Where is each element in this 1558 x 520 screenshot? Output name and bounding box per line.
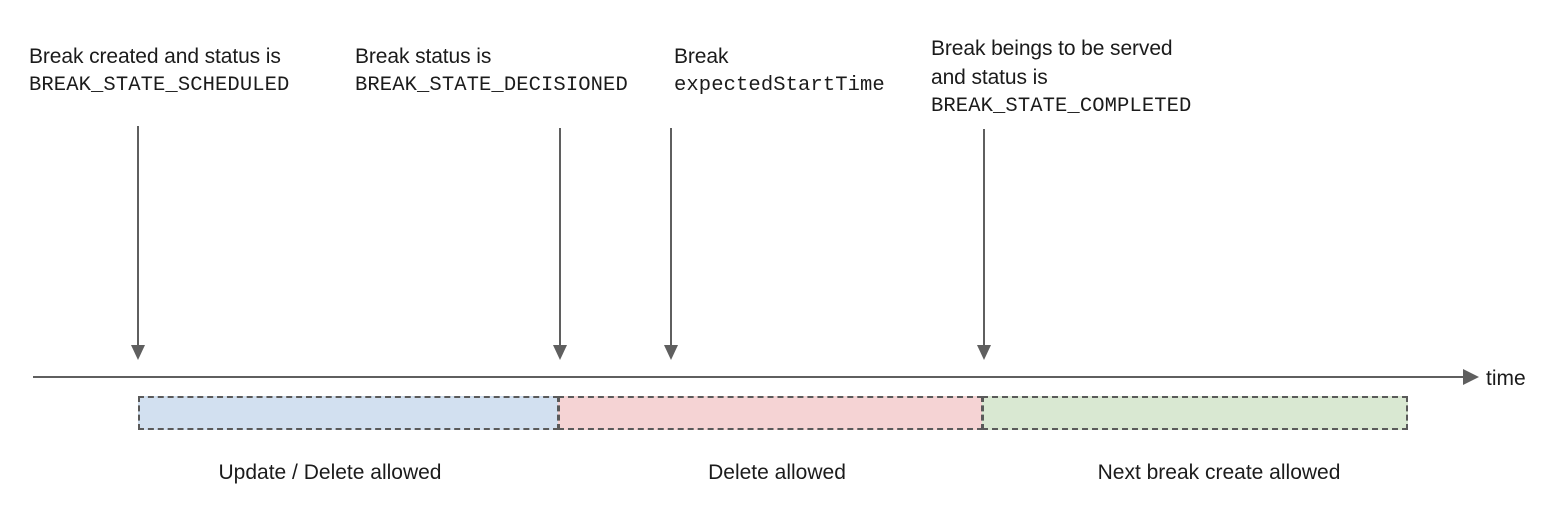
caption-delete-allowed: Delete allowed (708, 461, 846, 484)
arrow-stem (983, 129, 985, 345)
pointer-arrow-scheduled (131, 126, 145, 360)
annotation-line-field: expectedStartTime (674, 74, 885, 97)
phase-bar-next-break-create-allowed (982, 396, 1408, 430)
pointer-arrow-completed (977, 129, 991, 360)
annotation-line: Break (674, 45, 729, 68)
annotation-line: Break status is (355, 45, 492, 68)
annotation-line: Break created and status is (29, 45, 281, 68)
caption-next-break-create-allowed: Next break create allowed (1097, 461, 1341, 484)
arrow-stem (137, 126, 139, 345)
arrow-head-icon (553, 345, 567, 360)
annotation-break-completed: Break beings to be served and status is … (931, 34, 1191, 121)
arrow-stem (670, 128, 672, 345)
annotation-break-decisioned: Break status is BREAK_STATE_DECISIONED (355, 42, 628, 100)
annotation-line: Break beings to be served (931, 37, 1173, 60)
annotation-line-state: BREAK_STATE_COMPLETED (931, 95, 1192, 118)
annotation-break-created-scheduled: Break created and status is BREAK_STATE_… (29, 42, 289, 100)
caption-update-delete-allowed: Update / Delete allowed (218, 461, 442, 484)
pointer-arrow-expected-start-time (664, 128, 678, 360)
arrow-head-icon (664, 345, 678, 360)
annotation-line: and status is (931, 66, 1048, 89)
annotation-line-state: BREAK_STATE_SCHEDULED (29, 74, 290, 97)
annotation-line-state: BREAK_STATE_DECISIONED (355, 74, 628, 97)
time-axis-label: time (1486, 367, 1526, 390)
arrow-head-icon (131, 345, 145, 360)
phase-bar-update-delete-allowed (138, 396, 559, 430)
phase-bar-delete-allowed (558, 396, 983, 430)
time-axis-arrow-icon (1463, 369, 1479, 385)
pointer-arrow-decisioned (553, 128, 567, 360)
time-axis-line (33, 376, 1465, 378)
arrow-head-icon (977, 345, 991, 360)
arrow-stem (559, 128, 561, 345)
annotation-break-expected-start-time: Break expectedStartTime (674, 42, 885, 100)
